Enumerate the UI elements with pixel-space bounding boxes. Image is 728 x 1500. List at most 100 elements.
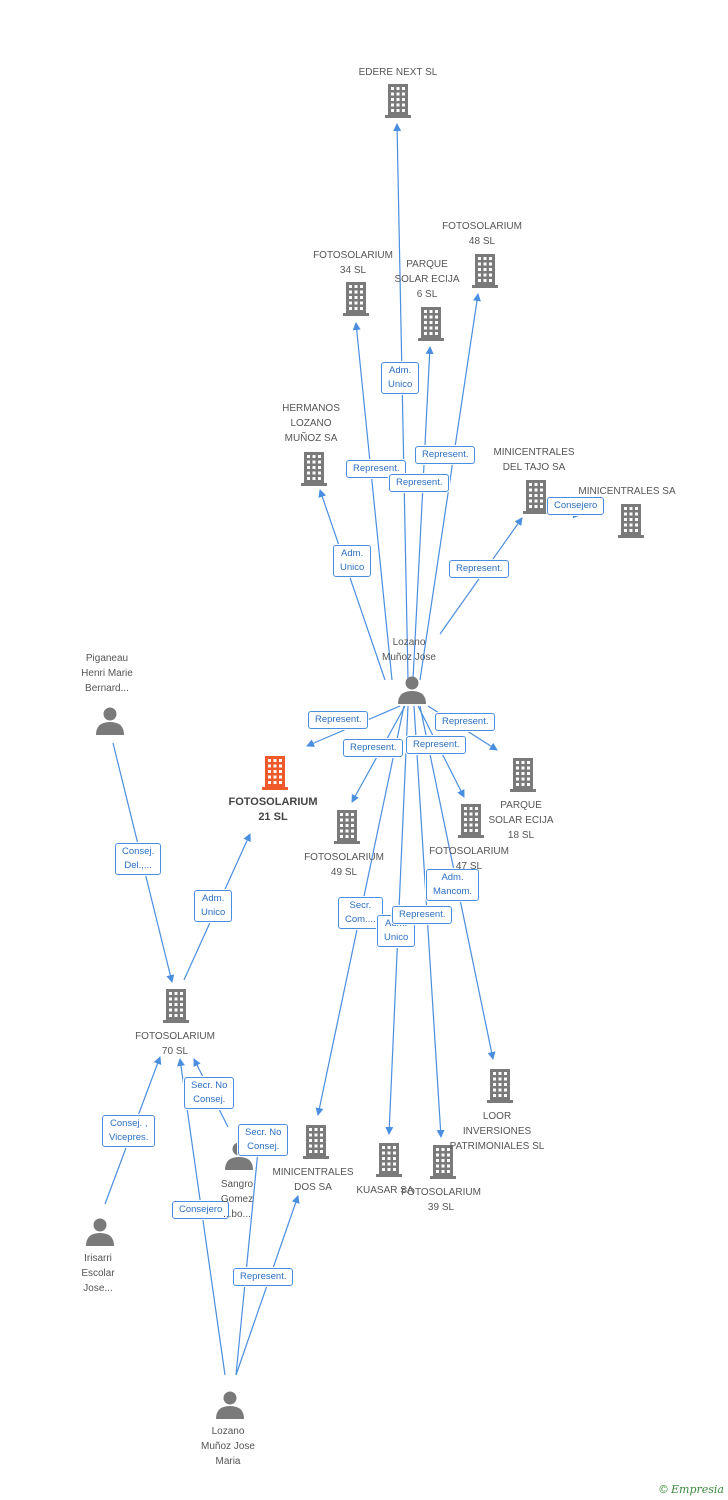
node-label-line: Gomez xyxy=(220,1194,254,1205)
edge-label-line: Mancom. xyxy=(433,886,473,897)
building-icon[interactable] xyxy=(303,1125,329,1159)
edge-label[interactable]: Consejero xyxy=(172,1201,230,1219)
person-icon[interactable] xyxy=(216,1391,244,1420)
edge-label[interactable]: Represent. xyxy=(435,713,496,731)
edge-label-line: Unico xyxy=(388,379,413,390)
edge-label-line: Consej. xyxy=(247,1141,280,1152)
edge-label[interactable]: Represent. xyxy=(308,711,369,729)
node-label-line: MINICENTRALES SA xyxy=(578,486,676,497)
edge-label-line: Adm. xyxy=(341,548,364,559)
edge-label[interactable]: Secr.Com.... xyxy=(338,897,383,929)
brand-name: Empresia xyxy=(671,1483,724,1496)
building-icon[interactable] xyxy=(385,84,411,118)
node-label-line: KUASAR SA xyxy=(356,1185,414,1196)
building-icon[interactable] xyxy=(430,1145,456,1179)
node-label-line: Muñoz Jose xyxy=(382,652,436,663)
edge-label-line: Represent. xyxy=(240,1271,287,1282)
edge-label-line: Represent. xyxy=(353,463,400,474)
building-icon[interactable] xyxy=(458,804,484,838)
building-icon[interactable] xyxy=(301,452,327,486)
edge-label[interactable]: Represent. xyxy=(449,560,510,578)
building-icon[interactable] xyxy=(376,1143,402,1177)
building-icon[interactable] xyxy=(334,810,360,844)
edge-ljose-to-foto34 xyxy=(352,322,393,681)
edge-label-line: Represent. xyxy=(399,909,446,920)
node-label-line: 70 SL xyxy=(161,1046,189,1057)
person-icon[interactable] xyxy=(86,1218,114,1247)
node-label-minisa[interactable]: MINICENTRALES SA xyxy=(557,484,697,499)
node-label-line: FOTOSOLARIUM xyxy=(429,846,509,857)
edge-label[interactable]: Consejero xyxy=(547,497,605,515)
node-label-line: MUÑOZ SA xyxy=(284,433,338,444)
edge-label-line: Represent. xyxy=(396,477,443,488)
node-label-line: 47 SL xyxy=(455,861,483,872)
building-icon[interactable] xyxy=(163,989,189,1023)
node-label-line: 48 SL xyxy=(468,236,496,247)
empresia-logo[interactable]: ©Empresia xyxy=(658,1483,724,1496)
edge-label[interactable]: Represent. xyxy=(343,739,404,757)
node-label-line: PARQUE xyxy=(406,259,448,270)
node-label-line: SOLAR ECIJA xyxy=(394,274,460,285)
node-label-line: LOZANO xyxy=(290,418,332,429)
node-label-parque6[interactable]: PARQUE SOLAR ECIJA 6 SL xyxy=(357,257,497,302)
node-label-line: INVERSIONES xyxy=(462,1126,532,1137)
person-icon[interactable] xyxy=(96,707,124,736)
edge-ljose-to-edere xyxy=(393,123,409,681)
node-label-foto47[interactable]: FOTOSOLARIUM 47 SL xyxy=(399,844,539,874)
edge-label[interactable]: Represent. xyxy=(415,446,476,464)
edge-label[interactable]: Represent. xyxy=(346,460,407,478)
building-icon[interactable] xyxy=(618,504,644,538)
edge-label[interactable]: Adm.Unico xyxy=(333,545,372,577)
edge-ljosem-to-minidos xyxy=(235,1129,264,1376)
edge-label[interactable]: Represent. xyxy=(233,1268,294,1286)
building-icon[interactable] xyxy=(262,756,288,790)
edge-label[interactable]: Consej. , Vicepres. xyxy=(102,1115,156,1147)
edge-label-line: Vicepres. xyxy=(109,1132,149,1143)
edge-label[interactable]: Adm.Unico xyxy=(194,890,233,922)
node-label-line: Jose... xyxy=(83,1283,113,1294)
edge-label-line: Represent. xyxy=(422,449,469,460)
node-label-line: Irisarri xyxy=(84,1253,112,1264)
node-label-line: 34 SL xyxy=(339,265,367,276)
node-label-line: EDERE NEXT SL xyxy=(358,67,438,78)
edge-label[interactable]: Adm.Unico xyxy=(381,362,420,394)
node-label-line: 6 SL xyxy=(416,289,438,300)
node-label-edere[interactable]: EDERE NEXT SL xyxy=(328,65,468,80)
building-icon[interactable] xyxy=(523,480,549,514)
edge-ljose-to-hermanos xyxy=(318,489,386,681)
person-icon[interactable] xyxy=(398,676,426,705)
edge-label[interactable]: Represent. xyxy=(389,474,450,492)
building-icon[interactable] xyxy=(487,1069,513,1103)
edge-label-line: Represent. xyxy=(442,716,489,727)
building-icon[interactable] xyxy=(510,758,536,792)
building-icon[interactable] xyxy=(418,307,444,341)
building-icon[interactable] xyxy=(472,254,498,288)
edge-label-line: Del.,... xyxy=(124,860,152,871)
edge-label[interactable]: Consej.Del.,... xyxy=(115,843,162,875)
node-label-kuasar[interactable]: KUASAR SA xyxy=(315,1183,455,1198)
edge-label-line: Consej. , xyxy=(109,1118,148,1129)
building-icon[interactable] xyxy=(343,282,369,316)
edge-label[interactable]: Represent. xyxy=(392,906,453,924)
node-label-line: DEL TAJO SA xyxy=(502,462,566,473)
edge-label[interactable]: Represent. xyxy=(406,736,467,754)
edge-label[interactable]: Adm.Mancom. xyxy=(426,869,480,901)
